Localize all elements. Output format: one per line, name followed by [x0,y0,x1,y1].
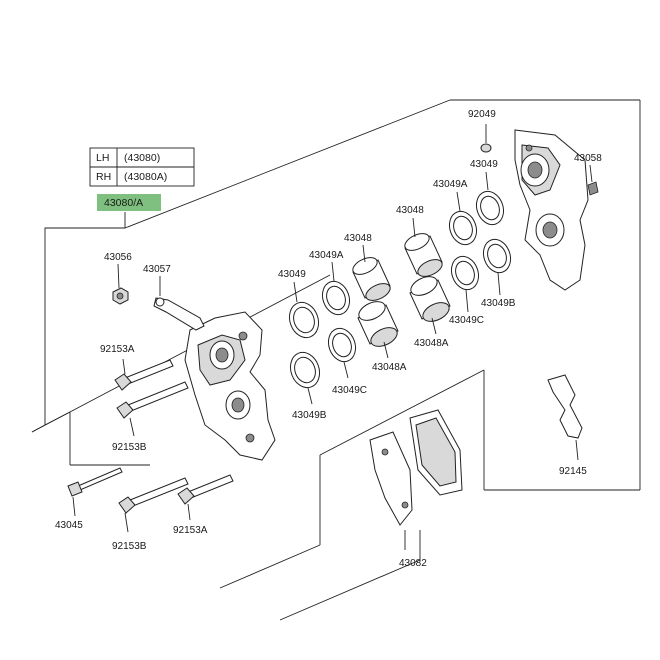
label-43057: 43057 [143,264,171,275]
assembly-number: 43080/A [104,197,143,209]
piston-43048A-right [409,276,451,335]
part-labels: 92049 43049 43058 43049A 43048 43048 430… [55,109,602,569]
label-43049B-left: 43049B [292,410,327,421]
label-92153B-mid: 92153B [112,442,147,453]
assembly-number-highlight [97,194,161,211]
caliper-bracket-plate [153,276,205,331]
assembly-boundary [31,99,641,621]
brake-pad-front [369,431,413,526]
pad-pin [67,467,123,517]
assembly-table: LH (43080) RH (43080A) 43080/A [89,147,195,211]
label-43082: 43082 [399,558,427,569]
seal-43049-top [475,171,505,226]
label-43049C-right: 43049C [449,315,484,326]
bleeder-cap [480,124,492,153]
caliper-inner-half [184,311,276,461]
label-43049-left: 43049 [278,269,306,280]
pad-spring [547,374,583,461]
label-43049A-left: 43049A [309,250,344,261]
caliper-outer-half [514,129,589,291]
table-part-rh: (43080A) [124,171,167,183]
table-side-lh: LH [96,152,109,164]
bolt-92153B-mid [116,381,189,437]
label-92145: 92145 [559,466,587,477]
label-92153A-top: 92153A [100,344,135,355]
bolt-92153A-top [114,358,174,391]
label-43049C-left: 43049C [332,385,367,396]
label-43045: 43045 [55,520,83,531]
table-part-lh: (43080) [124,152,160,164]
piston-43048-right [404,217,443,277]
seal-43049B-right [482,238,512,296]
label-43049A-right: 43049A [433,179,468,190]
seal-43049C-right [450,255,480,313]
label-43049-top: 43049 [470,159,498,170]
piston-43048-left [352,244,391,301]
mounting-nut [112,263,129,305]
label-43048-left: 43048 [344,233,372,244]
label-92153A-bottom: 92153A [173,525,208,536]
seal-43049C-left [327,327,357,379]
bolt-92153B-bottom [118,477,189,533]
table-side-rh: RH [96,171,111,183]
label-43056: 43056 [104,252,132,263]
label-92049: 92049 [468,109,496,120]
bleeder-valve [587,164,599,196]
label-43048A-right: 43048A [414,338,449,349]
label-92153B-bottom: 92153B [112,541,147,552]
label-43048A-left: 43048A [372,362,407,373]
brake-pad-back [409,409,463,496]
label-43058: 43058 [574,153,602,164]
piston-43048A-left [357,301,399,359]
seal-43049A-right [448,191,478,246]
seal-43049A-left [321,261,351,316]
label-43049B-right: 43049B [481,298,516,309]
bolt-92153A-bottom [177,474,234,521]
seal-43049B-left [289,351,321,405]
seal-43049-left [288,281,320,339]
label-43048-right: 43048 [396,205,424,216]
